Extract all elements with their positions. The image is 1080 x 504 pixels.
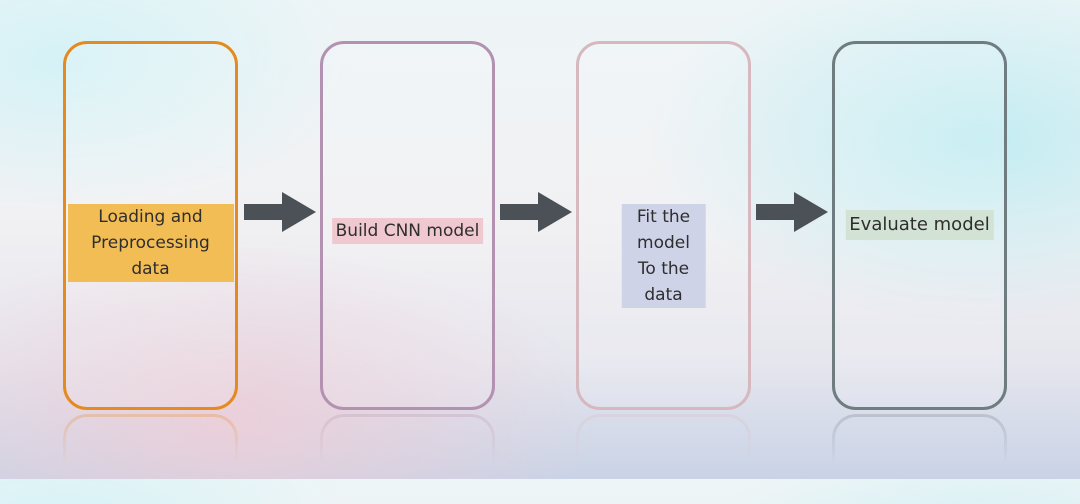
step-card-build: Build CNN model [320,41,495,410]
step-card-fit-reflection [576,414,751,504]
flow-diagram: Loading and Preprocessing data Build CNN… [63,41,1007,504]
arrow-right-icon [500,192,572,232]
step-card-loading: Loading and Preprocessing data [63,41,238,410]
step-card-fit: Fit the model To the data [576,41,751,410]
arrow-right-icon [244,192,316,232]
step-label-loading: Loading and Preprocessing data [67,204,234,282]
step-card-evaluate-reflection [832,414,1007,504]
step-card-build-reflection [320,414,495,504]
step-label-evaluate: Evaluate model [845,210,994,240]
step-label-build: Build CNN model [331,218,484,244]
step-card-loading-reflection [63,414,238,504]
step-card-evaluate: Evaluate model [832,41,1007,410]
step-label-fit: Fit the model To the data [621,204,706,308]
arrow-right-icon [756,192,828,232]
